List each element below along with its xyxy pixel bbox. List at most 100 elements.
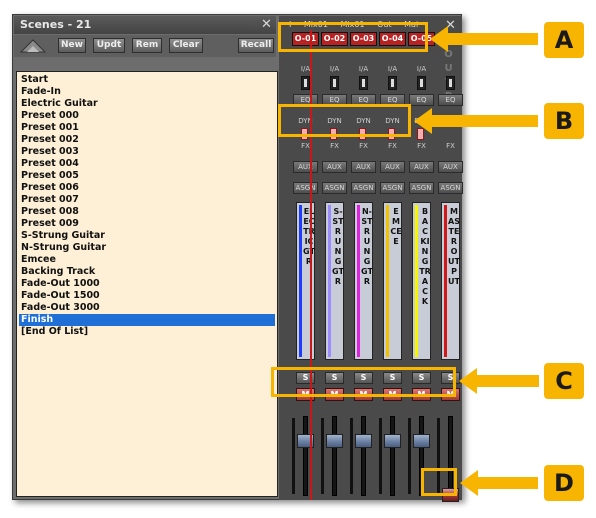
assign-button[interactable]: ASGN: [409, 182, 434, 194]
input-assign-label: I/A: [416, 65, 427, 73]
list-item[interactable]: Preset 002: [21, 134, 79, 145]
callout-arrow-c: [459, 368, 539, 394]
level-meter: [379, 418, 382, 494]
aux-button[interactable]: AUX: [409, 161, 434, 173]
channel-color-bar: [444, 205, 447, 357]
list-item[interactable]: N-Strung Guitar: [21, 242, 107, 253]
output-letter: O: [444, 49, 453, 60]
channel-color-bar: [386, 205, 389, 357]
eq-toggle[interactable]: [388, 76, 397, 90]
solo-button[interactable]: S: [412, 372, 431, 384]
callout-label-c: C: [544, 363, 584, 399]
level-meter: [437, 418, 440, 494]
scenes-close-icon[interactable]: ✕: [261, 17, 272, 32]
list-item[interactable]: Preset 008: [21, 206, 79, 217]
list-item[interactable]: Preset 003: [21, 146, 79, 157]
fader-track[interactable]: [390, 416, 395, 496]
aux-button[interactable]: AUX: [438, 161, 463, 173]
aux-button[interactable]: AUX: [380, 161, 405, 173]
list-item[interactable]: Preset 007: [21, 194, 79, 205]
eq-toggle[interactable]: [301, 76, 310, 90]
list-item[interactable]: Fade-Out 3000: [21, 302, 100, 313]
aux-button[interactable]: AUX: [322, 161, 347, 173]
fader-track[interactable]: [332, 416, 337, 496]
dyn-label: DYN: [327, 117, 342, 125]
list-item[interactable]: Preset 009: [21, 218, 79, 229]
solo-button[interactable]: S: [325, 372, 344, 384]
fx-label: FX: [446, 142, 455, 150]
eq-toggle[interactable]: [446, 76, 455, 90]
fader-handle[interactable]: [384, 434, 401, 448]
solo-button[interactable]: S: [354, 372, 373, 384]
dyn-label: DYN: [385, 117, 400, 125]
list-item[interactable]: Preset 001: [21, 122, 79, 133]
channel-name-scribble: N-STRUNG GTR: [354, 202, 373, 360]
eq-button[interactable]: EQ: [409, 94, 434, 106]
selection-line: [310, 30, 312, 500]
fader-handle[interactable]: [355, 434, 372, 448]
clear-scenes-button[interactable]: Clear: [169, 38, 203, 53]
list-item[interactable]: Fade-Out 1000: [21, 278, 100, 289]
list-item[interactable]: Backing Track: [21, 266, 96, 277]
list-item-selected[interactable]: Finish: [19, 314, 275, 326]
fader-handle[interactable]: [297, 434, 314, 448]
output-bus-selector[interactable]: O-02: [321, 32, 348, 46]
solo-button[interactable]: S: [383, 372, 402, 384]
list-item[interactable]: Emcee: [21, 254, 56, 265]
mixer-close-icon[interactable]: ✕: [445, 18, 456, 33]
output-bus-selector[interactable]: O-01: [292, 32, 319, 46]
list-item[interactable]: S-Strung Guitar: [21, 230, 105, 241]
list-item[interactable]: Electric Guitar: [21, 98, 98, 109]
assign-button[interactable]: ASGN: [322, 182, 347, 194]
aux-button[interactable]: AUX: [351, 161, 376, 173]
fader-handle[interactable]: [413, 434, 430, 448]
remove-scene-button[interactable]: Rem: [132, 38, 162, 53]
list-item[interactable]: [End Of List]: [21, 326, 89, 337]
new-scene-button[interactable]: New: [58, 38, 86, 53]
list-item[interactable]: Preset 005: [21, 170, 79, 181]
channel-name-scribble: EMCEE: [383, 202, 402, 360]
fx-label: FX: [417, 142, 426, 150]
eq-toggle[interactable]: [359, 76, 368, 90]
input-assign-label: I/A: [358, 65, 369, 73]
list-item[interactable]: Preset 000: [21, 110, 79, 121]
callout-label-d: D: [544, 465, 584, 501]
fx-slot-toggle[interactable]: [417, 128, 424, 140]
channel-name: MASTER OUTPUT: [448, 207, 460, 286]
assign-button[interactable]: ASGN: [380, 182, 405, 194]
input-assign-label: I/A: [329, 65, 340, 73]
channel-name: N-STRUNG GTR: [361, 207, 373, 286]
recall-scene-button[interactable]: Recall: [238, 38, 274, 53]
output-bus-selector[interactable]: O-03: [350, 32, 377, 46]
list-item[interactable]: Start: [21, 74, 49, 85]
assign-button[interactable]: ASGN: [351, 182, 376, 194]
list-item[interactable]: Fade-In: [21, 86, 61, 97]
assign-button[interactable]: ASGN: [438, 182, 463, 194]
channel-name-scribble: ELECTRIC GTR: [296, 202, 315, 360]
scenes-logo-icon: [19, 39, 47, 53]
fader-handle[interactable]: [326, 434, 343, 448]
dyn-label: DYN: [356, 117, 371, 125]
channel-name: BACKING TRACK: [419, 207, 431, 306]
fx-label: FX: [359, 142, 368, 150]
channel-name: S-STRUNG GTR: [332, 207, 344, 286]
scene-list[interactable]: Start Fade-In Electric Guitar Preset 000…: [16, 71, 278, 497]
eq-toggle[interactable]: [330, 76, 339, 90]
aux-button[interactable]: AUX: [293, 161, 318, 173]
fader-track[interactable]: [303, 416, 308, 496]
output-bus-selector[interactable]: O-05: [408, 32, 435, 46]
list-item[interactable]: Fade-Out 1500: [21, 290, 100, 301]
list-item[interactable]: Preset 006: [21, 182, 79, 193]
list-item[interactable]: Preset 004: [21, 158, 79, 169]
eq-button[interactable]: EQ: [438, 94, 463, 106]
input-assign-label: I/A: [300, 65, 311, 73]
update-scene-button[interactable]: Updt: [93, 38, 125, 53]
fader-track[interactable]: [361, 416, 366, 496]
output-bus-selector[interactable]: O-04: [379, 32, 406, 46]
eq-toggle[interactable]: [417, 76, 426, 90]
assign-button[interactable]: ASGN: [293, 182, 318, 194]
